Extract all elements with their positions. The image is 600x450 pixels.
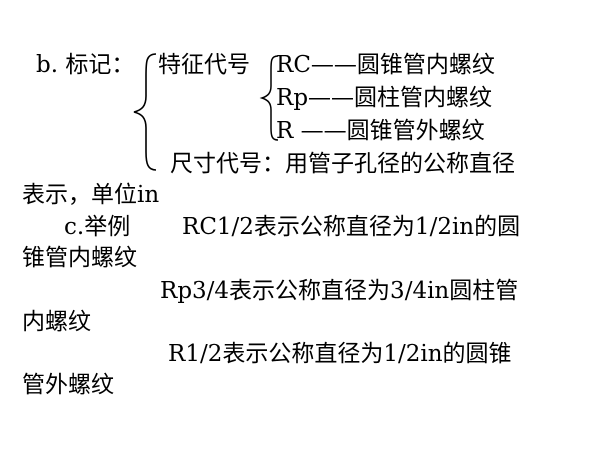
small-brace-icon: [259, 55, 279, 141]
size-code-line1: 尺寸代号：用管子孔径的公称直径: [170, 151, 515, 177]
feature-code-rc: RC——圆锥管内螺纹: [276, 52, 495, 78]
size-code-line2: 表示，单位in: [22, 182, 160, 208]
feature-code-r: R ——圆锥管外螺纹: [276, 118, 485, 144]
section-b-label: b. 标记：: [36, 52, 135, 78]
example-rp-line2: 内螺纹: [22, 309, 91, 335]
big-brace-icon: [133, 53, 157, 171]
example-rc-line1: RC1/2表示公称直径为1/2in的圆: [182, 214, 521, 240]
feature-code-label: 特征代号: [158, 52, 250, 78]
example-r-line1: R1/2表示公称直径为1/2in的圆锥: [168, 341, 512, 367]
example-rc-line2: 锥管内螺纹: [22, 245, 137, 271]
example-rp-line1: Rp3/4表示公称直径为3/4in圆柱管: [160, 278, 519, 304]
feature-code-rp: Rp——圆柱管内螺纹: [276, 85, 493, 111]
example-r-line2: 管外螺纹: [22, 372, 114, 398]
section-c-label: c.举例: [64, 214, 131, 240]
